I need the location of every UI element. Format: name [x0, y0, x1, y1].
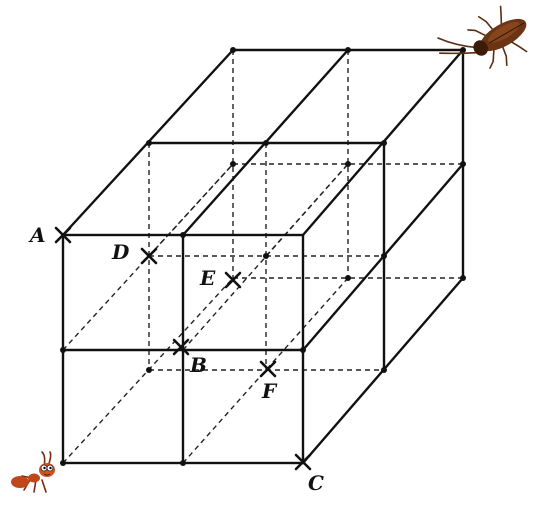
- label-E: E: [199, 266, 216, 290]
- point-B-marker: [172, 338, 190, 356]
- ant-icon: [11, 451, 55, 493]
- point-E-marker: [224, 271, 242, 289]
- label-D: D: [111, 240, 130, 264]
- label-C: C: [308, 471, 324, 495]
- point-D-marker: [140, 247, 158, 265]
- cockroach-icon: [437, 5, 528, 69]
- point-C-marker: [294, 453, 312, 471]
- point-A-marker: [54, 226, 72, 244]
- label-A: A: [28, 223, 46, 247]
- label-F: F: [261, 379, 278, 403]
- vertex-dots: [60, 47, 466, 466]
- label-B: B: [189, 353, 207, 377]
- point-F-marker: [259, 360, 277, 378]
